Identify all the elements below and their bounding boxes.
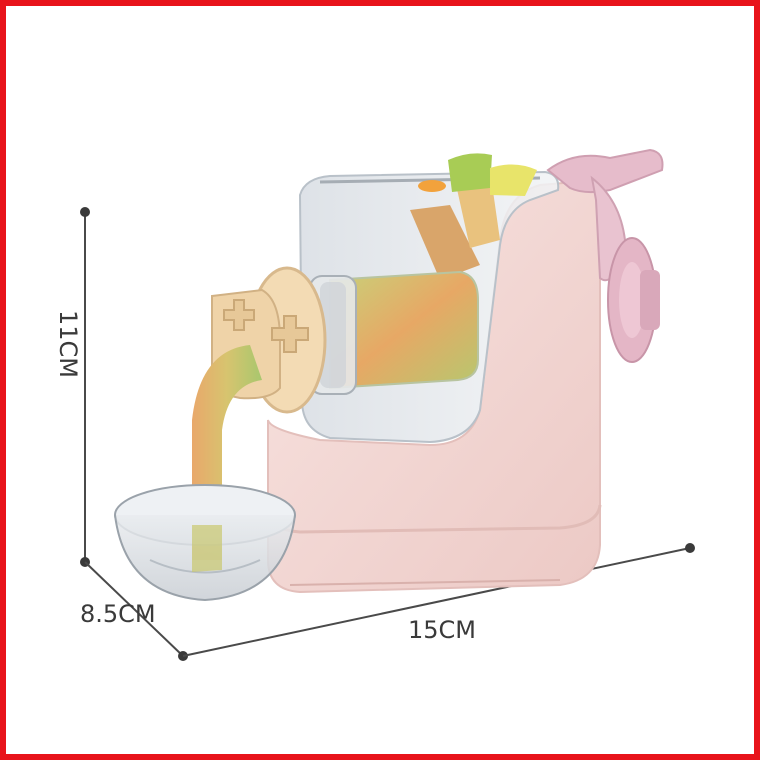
depth-label: 8.5CM: [80, 600, 156, 628]
extrusion-barrel: [309, 270, 479, 395]
width-dimension-line: [182, 543, 695, 657]
die-cap: [211, 266, 327, 414]
height-dimension-line: [80, 207, 90, 567]
width-label: 15CM: [408, 616, 477, 644]
height-label: 11CM: [54, 309, 82, 378]
clear-bowl: [114, 484, 296, 602]
hand-crank: [546, 148, 664, 363]
dough-sticks: [418, 153, 537, 196]
